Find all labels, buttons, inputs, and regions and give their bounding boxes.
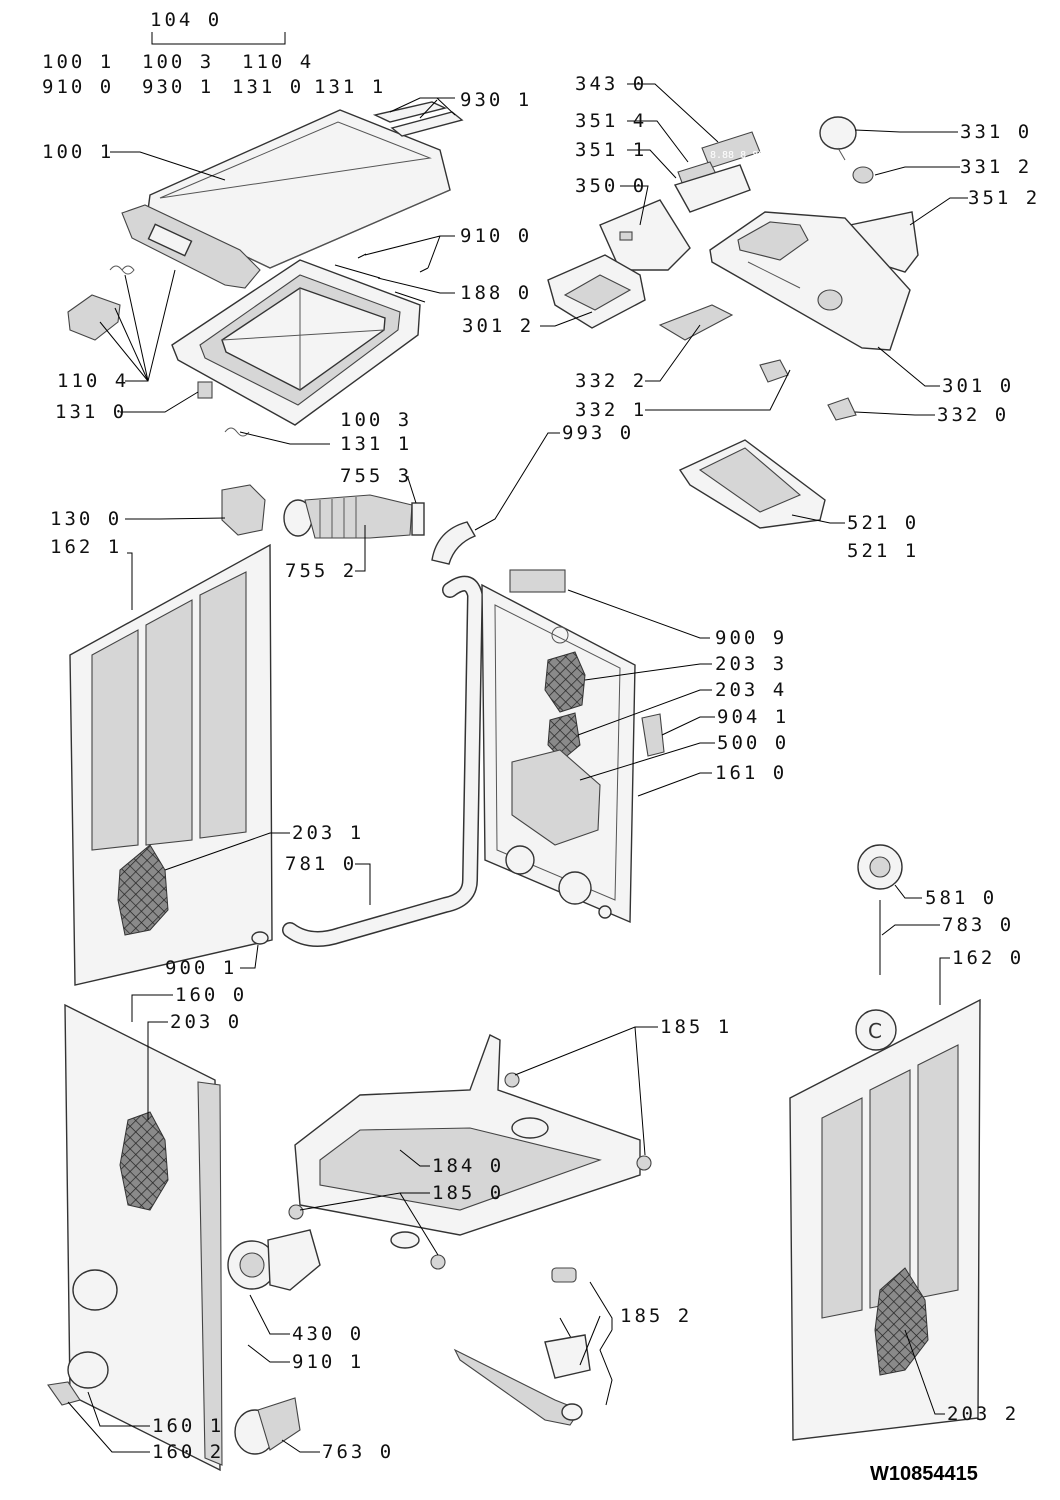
- label-904-1: 904 1: [717, 706, 789, 728]
- label-301-0: 301 0: [942, 375, 1014, 397]
- label-351-2: 351 2: [968, 187, 1040, 209]
- label-104-0: 104 0: [150, 9, 222, 31]
- label-184-0: 184 0: [432, 1155, 504, 1177]
- door-lock-part: [221, 484, 266, 536]
- label-332-2: 332 2: [575, 370, 647, 392]
- label-131-1-top: 131 1: [314, 76, 386, 98]
- switch-332-0-part: [827, 397, 857, 421]
- label-160-2: 160 2: [152, 1441, 224, 1463]
- hose-elbow-part: [431, 521, 477, 565]
- front-panel-part: [64, 1003, 223, 1472]
- label-351-1: 351 1: [575, 139, 647, 161]
- label-351-4: 351 4: [575, 110, 647, 132]
- label-185-0: 185 0: [432, 1182, 504, 1204]
- label-188-0: 188 0: [460, 282, 532, 304]
- wheel-kit-part: [453, 1267, 591, 1426]
- castor-wheel-part: C: [855, 844, 903, 1051]
- label-755-2: 755 2: [285, 560, 357, 582]
- label-162-0: 162 0: [952, 947, 1024, 969]
- label-930-1: 930 1: [460, 89, 532, 111]
- control-panel-part: [709, 211, 911, 351]
- lid-front-trim-part: [121, 204, 261, 289]
- leader-lines: [67, 32, 968, 1453]
- label-185-1: 185 1: [660, 1016, 732, 1038]
- drain-pump-part: [227, 1229, 321, 1291]
- label-100-3-top: 100 3: [142, 51, 214, 73]
- label-343-0: 343 0: [575, 73, 647, 95]
- hinge-part: [197, 381, 213, 399]
- label-500-0: 500 0: [717, 732, 789, 754]
- button-strip-part: [658, 304, 734, 341]
- label-130-0: 130 0: [50, 508, 122, 530]
- label-332-0: 332 0: [937, 404, 1009, 426]
- label-930-1-top: 930 1: [142, 76, 214, 98]
- knob-ring-part: [852, 166, 874, 184]
- label-521-0: 521 0: [847, 512, 919, 534]
- back-panel-part: [481, 569, 636, 924]
- label-161-0: 161 0: [715, 762, 787, 784]
- label-430-0: 430 0: [292, 1323, 364, 1345]
- detergent-drawer-part: [547, 254, 646, 329]
- label-350-0: 350 0: [575, 175, 647, 197]
- label-910-0: 910 0: [460, 225, 532, 247]
- label-332-1: 332 1: [575, 399, 647, 421]
- service-door-part: [47, 1351, 109, 1406]
- label-755-3: 755 3: [340, 465, 412, 487]
- label-131-1: 131 1: [340, 433, 412, 455]
- label-110-4-top: 110 4: [242, 51, 314, 73]
- label-781-0: 781 0: [285, 853, 357, 875]
- top-frame-part: [171, 259, 421, 426]
- drain-hose-part: [251, 575, 484, 947]
- display-part: 8.88 8.88: [701, 131, 764, 169]
- label-900-9: 900 9: [715, 627, 787, 649]
- label-185-2: 185 2: [620, 1305, 692, 1327]
- lid-strip-part: [372, 101, 464, 137]
- label-910-0-top: 910 0: [42, 76, 114, 98]
- label-162-1: 162 1: [50, 536, 122, 558]
- label-100-1: 100 1: [42, 141, 114, 163]
- lid-spring-part: [109, 265, 135, 275]
- clip-part: [641, 713, 665, 757]
- pins-part: [334, 253, 429, 303]
- svg-text:8.88 8.88: 8.88 8.88: [710, 150, 764, 161]
- label-160-0: 160 0: [175, 984, 247, 1006]
- bellows-hose-part: [283, 494, 425, 539]
- label-521-1: 521 1: [847, 540, 919, 562]
- dispenser-part: [678, 439, 826, 529]
- button-board-part: [673, 164, 751, 213]
- label-331-2: 331 2: [960, 156, 1032, 178]
- switch-part: [759, 359, 789, 383]
- label-160-1: 160 1: [152, 1415, 224, 1437]
- label-203-1: 203 1: [292, 822, 364, 844]
- left-side-panel-part: [69, 543, 273, 986]
- label-100-3: 100 3: [340, 409, 412, 431]
- label-763-0: 763 0: [322, 1441, 394, 1463]
- label-110-4: 110 4: [57, 370, 129, 392]
- knob-part: [819, 116, 857, 161]
- label-900-1: 900 1: [165, 957, 237, 979]
- svg-text:C: C: [868, 1019, 882, 1043]
- label-910-1: 910 1: [292, 1351, 364, 1373]
- label-203-0: 203 0: [170, 1011, 242, 1033]
- label-301-2: 301 2: [462, 315, 534, 337]
- label-783-0: 783 0: [942, 914, 1014, 936]
- hinge-spring-part: [224, 427, 250, 437]
- lid-handle-part: [67, 294, 121, 341]
- right-side-panel-part: [789, 998, 981, 1441]
- drawing-code: W10854415: [870, 1463, 978, 1485]
- label-331-0: 331 0: [960, 121, 1032, 143]
- label-993-0: 993 0: [562, 422, 634, 444]
- label-581-0: 581 0: [925, 887, 997, 909]
- label-131-0: 131 0: [55, 401, 127, 423]
- label-203-3: 203 3: [715, 653, 787, 675]
- label-203-2: 203 2: [947, 1403, 1019, 1425]
- label-100-1-top: 100 1: [42, 51, 114, 73]
- filter-part: [234, 1397, 301, 1455]
- base-frame-part: [288, 1034, 652, 1270]
- label-131-0-top: 131 0: [232, 76, 304, 98]
- label-203-4: 203 4: [715, 679, 787, 701]
- callout-labels: 104 0 100 1 100 3 110 4 910 0 930 1 131 …: [42, 9, 1040, 1485]
